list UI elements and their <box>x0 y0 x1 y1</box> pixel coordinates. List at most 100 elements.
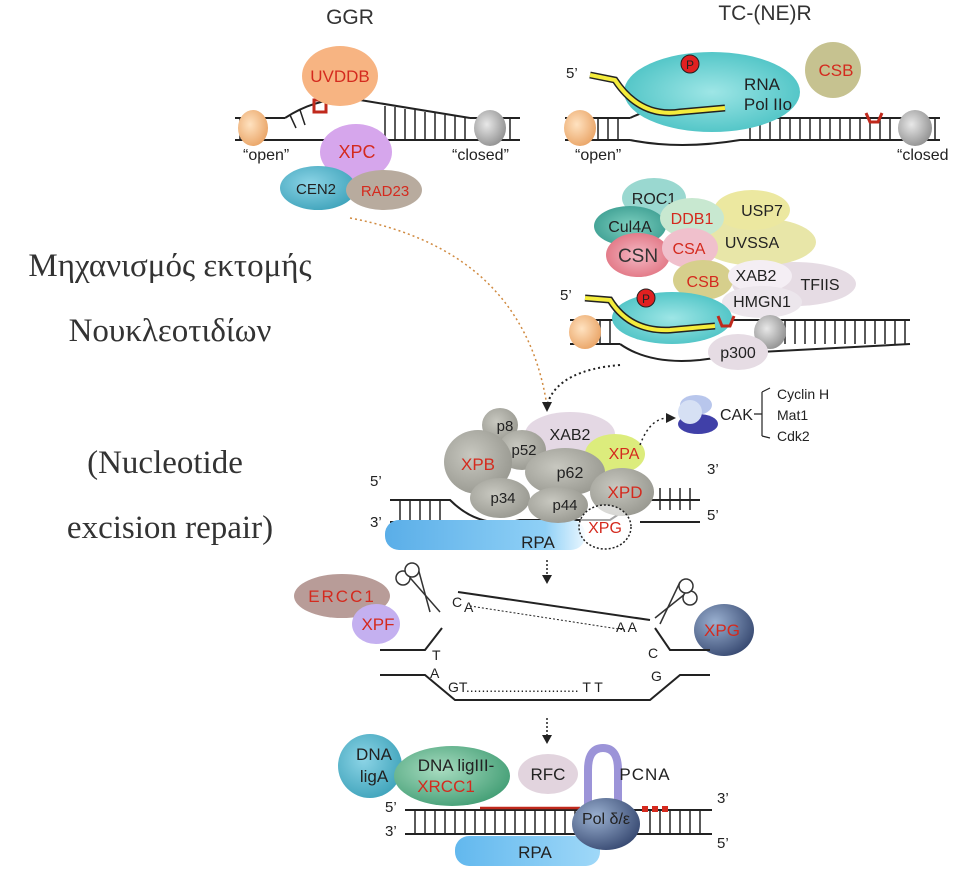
xpg-label-excision: XPG <box>704 621 740 640</box>
excised-a-left: A <box>464 599 474 615</box>
tcr-5prime-bottom: 5’ <box>560 287 572 304</box>
ggr-open-label: “open” <box>243 147 289 164</box>
tfiih-5prime: 5’ <box>370 473 382 490</box>
csb-label-mid: CSB <box>687 274 720 291</box>
dna-liga-label-2: ligA <box>360 767 389 786</box>
gap-t-left: T <box>432 647 441 663</box>
rpa-protein-tfiih <box>385 520 585 550</box>
xab2-label-tfiih: XAB2 <box>550 427 591 444</box>
cak-arrow <box>639 417 669 446</box>
ggr-closed-label: “closed” <box>452 147 509 164</box>
p300-protein <box>708 334 768 370</box>
phospho-top <box>680 54 700 74</box>
p44-label: p44 <box>552 497 577 514</box>
ggr-title: GGR <box>326 6 374 29</box>
xpg-protein-excision <box>694 604 754 656</box>
english-title-line2: excision repair) <box>66 510 274 546</box>
pol-delta-epsilon <box>572 798 640 850</box>
arrowhead-2 <box>542 575 552 584</box>
p34-protein <box>470 478 530 518</box>
tcr-closed-label: “closed <box>897 147 949 164</box>
tcr-nucleosome-left <box>564 110 596 146</box>
ddb1-protein <box>660 198 724 238</box>
ggr-nucleosome-right <box>474 110 506 146</box>
tcr-nucleosome-right <box>898 110 932 146</box>
arrowhead-1 <box>542 402 552 412</box>
mat1-label: Mat1 <box>777 407 808 423</box>
p34-label: p34 <box>490 490 515 507</box>
cen2-protein <box>280 166 356 210</box>
p8-label: p8 <box>497 418 514 435</box>
uvddb-label: UVDDB <box>310 67 370 86</box>
dna-lig3-protein <box>394 746 510 806</box>
csa-protein <box>662 228 718 268</box>
cak-label: CAK <box>720 407 753 424</box>
tfiih-3prime-left: 3’ <box>370 514 382 531</box>
tfiih-3prime-right: 3’ <box>707 461 719 478</box>
greek-title-line1: Μηχανισμός εκτομής <box>28 248 312 284</box>
uvssa-label: UVSSA <box>725 235 780 252</box>
english-title-line1: (Nucleotide <box>87 445 243 481</box>
greek-title-line2: Νουκλεοτιδίων <box>68 313 272 349</box>
cdk2-label: Cdk2 <box>777 428 810 444</box>
rna-pol-label-1: RNA <box>744 75 781 94</box>
xab2-protein <box>728 260 792 292</box>
cak-bracket <box>754 387 771 439</box>
hmgn1-protein <box>722 286 802 318</box>
xpb-label: XPB <box>461 455 495 474</box>
scissors-right-icon <box>654 578 698 625</box>
xpc-protein <box>320 124 392 180</box>
synthesis-3prime-right: 3’ <box>717 790 729 807</box>
phospho-label-bottom: P <box>642 292 650 306</box>
pcna-label: PCNA <box>619 765 670 784</box>
cyclin-h-label: Cyclin H <box>777 386 829 402</box>
rna-pol-label-2: Pol IIo <box>744 95 792 114</box>
p62-protein <box>525 448 605 496</box>
pol-label: Pol δ/ε <box>582 811 630 828</box>
ercc1-label: ERCC1 <box>308 587 376 606</box>
tcr-nucleosome-bottom-left <box>569 315 601 349</box>
arrowhead-3 <box>542 735 552 744</box>
xpc-label: XPC <box>338 142 375 162</box>
excised-oligo <box>457 591 651 621</box>
excised-c-base: C <box>452 594 462 610</box>
rpa-label-tfiih: RPA <box>521 533 555 552</box>
xpg-protein-tfiih <box>578 504 632 550</box>
cul4a-label: Cul4A <box>608 219 652 236</box>
gapped-dna <box>380 627 710 701</box>
uvddb-protein <box>302 46 378 106</box>
xpa-label: XPA <box>609 446 640 463</box>
p44-protein <box>528 487 588 523</box>
rfc-protein <box>518 754 578 794</box>
incoming-nucleotides <box>642 806 668 812</box>
dna-lig3-label-1: DNA ligIII- <box>418 756 495 775</box>
p52-label: p52 <box>511 442 536 459</box>
ggr-arrow <box>349 217 547 401</box>
xpf-label: XPF <box>361 615 394 634</box>
rna-transcript <box>589 73 726 115</box>
gap-c-right: C <box>648 645 658 661</box>
gap-g-right: G <box>651 668 662 684</box>
gap-bottom-strand: GT............................. T T <box>448 679 603 695</box>
usp7-label: USP7 <box>741 203 783 220</box>
ddb1-label: DDB1 <box>671 211 714 228</box>
hmgn1-label: HMGN1 <box>733 294 791 311</box>
dna-liga-label-1: DNA <box>356 745 393 764</box>
rpa-protein-synthesis <box>455 836 600 866</box>
csb-protein-mid <box>673 260 733 300</box>
csn-label: CSN <box>618 246 658 267</box>
ggr-nucleosome-left <box>238 110 268 146</box>
xpd-label: XPD <box>608 483 643 502</box>
pcna-clamp <box>584 743 622 808</box>
xpd-protein <box>590 468 654 516</box>
tcr-lesion-top <box>864 112 884 124</box>
rna-transcript-bottom <box>584 296 716 333</box>
p300-label: p300 <box>720 345 756 362</box>
rpa-label-synthesis: RPA <box>518 843 552 862</box>
tfiis-label: TFIIS <box>800 277 839 294</box>
gap-a-left: A <box>430 665 440 681</box>
csb-label-top: CSB <box>819 61 854 80</box>
p62-label: p62 <box>557 465 584 482</box>
csa-label: CSA <box>673 241 706 258</box>
